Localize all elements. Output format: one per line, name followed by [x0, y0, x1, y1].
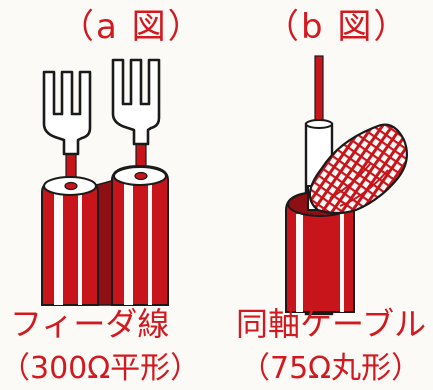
left-spade-terminal: [42, 70, 92, 156]
right-spade-terminal: [111, 58, 161, 146]
feeder-line-drawing: [41, 58, 169, 306]
braided-shield: [308, 123, 409, 215]
figure-b-caption: （b 図）: [265, 7, 410, 47]
coaxial-cable-spec: （75Ω丸形）: [240, 351, 422, 386]
coaxial-cable-label: 同軸ケーブル: [236, 305, 427, 343]
feeder-line-label: フィーダ線: [10, 305, 170, 343]
feeder-line-spec: （300Ω平形）: [0, 351, 201, 386]
figure-a-caption: （a 図）: [60, 7, 204, 47]
center-conductor: [314, 55, 324, 127]
coaxial-cable-drawing: [285, 55, 409, 316]
feeder-insulation-body: [41, 164, 169, 306]
